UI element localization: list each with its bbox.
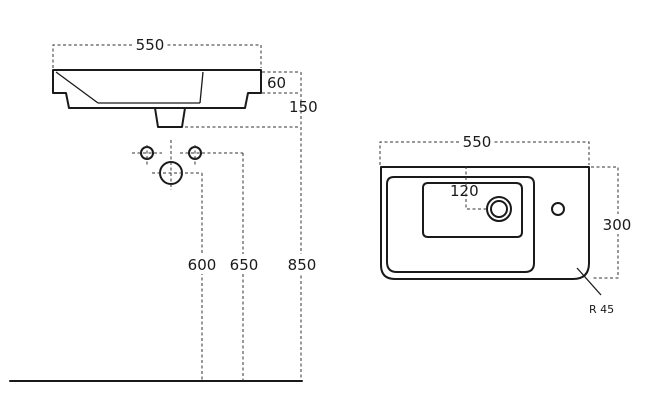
basin-top-outline xyxy=(380,166,590,280)
dim-line-drain-offset xyxy=(465,166,487,210)
dim-label-rim: 60 xyxy=(267,74,286,92)
dim-label-tap-height: 600 xyxy=(188,256,217,274)
dim-label-depth: 300 xyxy=(603,216,632,234)
drain-recess xyxy=(422,182,523,238)
dim-label-top-width: 550 xyxy=(463,133,492,151)
tap-hole-top xyxy=(551,202,565,216)
dim-label-width: 550 xyxy=(136,36,165,54)
basin-inner-line xyxy=(55,71,99,104)
drain-center-lines xyxy=(152,140,202,190)
dim-line-rim xyxy=(262,71,300,94)
radius-leader xyxy=(576,267,602,296)
dim-label-drain: 150 xyxy=(289,98,318,116)
drain-hole-outer xyxy=(486,196,512,222)
dim-label-drain-offset: 120 xyxy=(450,182,479,200)
side-view: 550 60 150 850 600 650 xyxy=(9,36,319,382)
drain-spigot xyxy=(154,107,186,128)
tap-center-lines xyxy=(132,145,243,167)
dim-label-drain-height: 650 xyxy=(230,256,259,274)
basin-top-bowl xyxy=(386,176,535,273)
top-view: 120 550 300 R 45 xyxy=(379,133,633,316)
dim-label-total-height: 850 xyxy=(288,256,317,274)
radius-label: R 45 xyxy=(589,303,614,316)
drain-hole-inner xyxy=(490,200,508,218)
basin-inner-line xyxy=(199,71,204,104)
basin-side-outline xyxy=(52,69,262,109)
